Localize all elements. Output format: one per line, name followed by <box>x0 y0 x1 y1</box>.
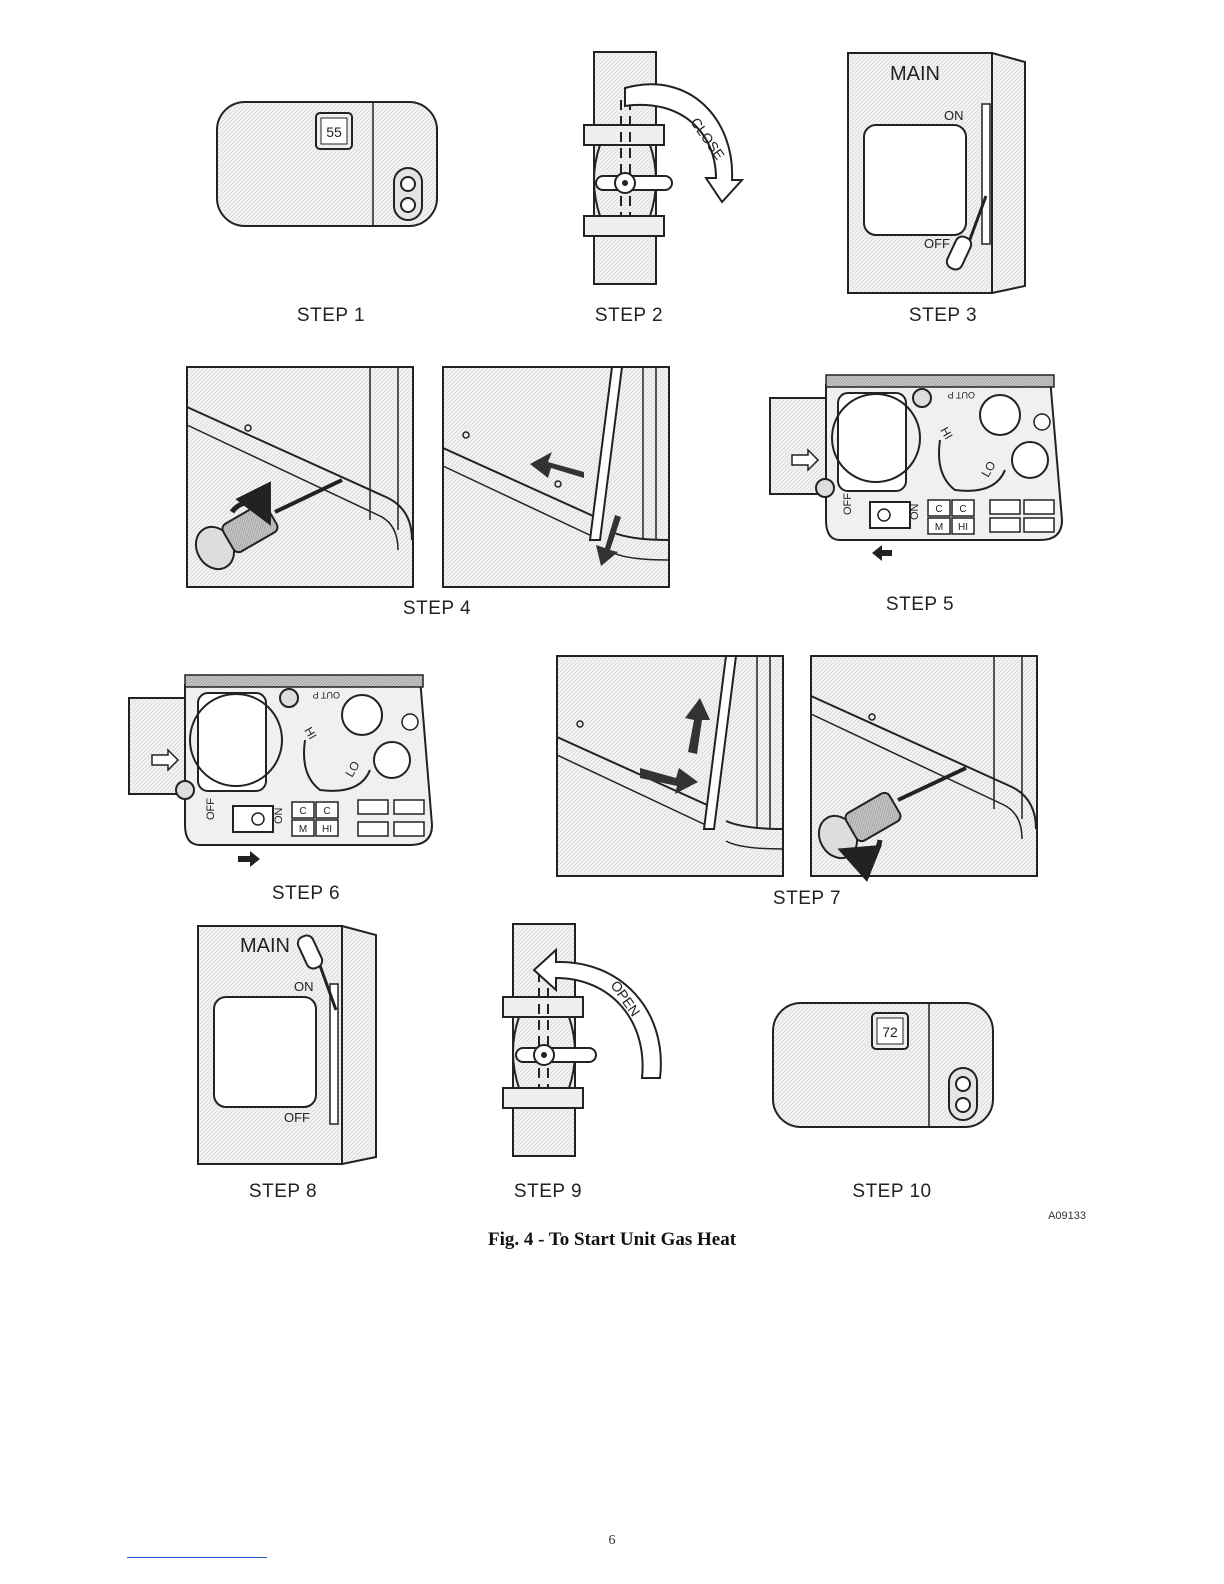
step-10-label: STEP 10 <box>852 1181 931 1203</box>
disconnect-off-title: MAIN <box>890 63 940 85</box>
thermostat-start: 55 <box>217 102 437 226</box>
step-7-label: STEP 7 <box>773 888 841 910</box>
disconnect-on-on-label: ON <box>294 979 314 994</box>
thermostat-start-setting: 55 <box>326 124 342 140</box>
manual-gas-valve-open: OPEN <box>503 924 661 1156</box>
gas-valve-on-c-label: C <box>299 806 306 817</box>
manual-gas-valve-close: CLOSE <box>584 52 742 284</box>
access-panel-remove-screw <box>187 367 669 587</box>
thermostat-end-setting: 72 <box>882 1024 898 1040</box>
step-8-label: STEP 8 <box>249 1181 317 1203</box>
main-disconnect-off: MAIN ON OFF <box>848 53 1025 293</box>
gas-valve-off-label: OFF <box>842 493 854 515</box>
gas-valve-off: HI LO OUT P OFF ON C C M HI <box>770 375 1062 561</box>
disconnect-off-off-label: OFF <box>924 236 950 251</box>
main-disconnect-on: MAIN ON OFF <box>198 926 376 1164</box>
page-number: 6 <box>0 1533 1224 1549</box>
gas-valve-on-out-label: OUT P <box>313 690 340 700</box>
step-1-label: STEP 1 <box>297 305 365 327</box>
figure-caption: Fig. 4 - To Start Unit Gas Heat <box>0 1229 1224 1251</box>
disconnect-off-on-label: ON <box>944 108 964 123</box>
gas-valve-m-label: M <box>935 522 943 533</box>
gas-valve-on-m-label: M <box>299 824 307 835</box>
access-panel-replace <box>557 656 1037 876</box>
thermostat-end: 72 <box>773 1003 993 1127</box>
gas-valve-on: HI LO OUT P OFF ON C C M HI <box>129 675 432 867</box>
gas-valve-hi-terminal-label: HI <box>958 522 968 533</box>
gas-valve-c-label: C <box>935 504 942 515</box>
footer-rule <box>127 1557 267 1558</box>
step-2-label: STEP 2 <box>595 305 663 327</box>
gas-valve-on-on-label: ON <box>273 807 285 824</box>
gas-valve-on-c2-label: C <box>323 806 330 817</box>
gas-valve-c2-label: C <box>959 504 966 515</box>
gas-valve-out-label: OUT P <box>948 390 975 400</box>
step-9-label: STEP 9 <box>514 1181 582 1203</box>
step-6-label: STEP 6 <box>272 883 340 905</box>
step-3-label: STEP 3 <box>909 305 977 327</box>
gas-valve-on-off-label: OFF <box>205 798 217 820</box>
disconnect-on-off-label: OFF <box>284 1110 310 1125</box>
figure-code: A09133 <box>1048 1210 1086 1222</box>
gas-valve-on-hi-terminal-label: HI <box>322 824 332 835</box>
gas-valve-on-label: ON <box>909 503 921 520</box>
disconnect-on-title: MAIN <box>240 935 290 957</box>
step-5-label: STEP 5 <box>886 594 954 616</box>
step-4-label: STEP 4 <box>403 598 471 620</box>
